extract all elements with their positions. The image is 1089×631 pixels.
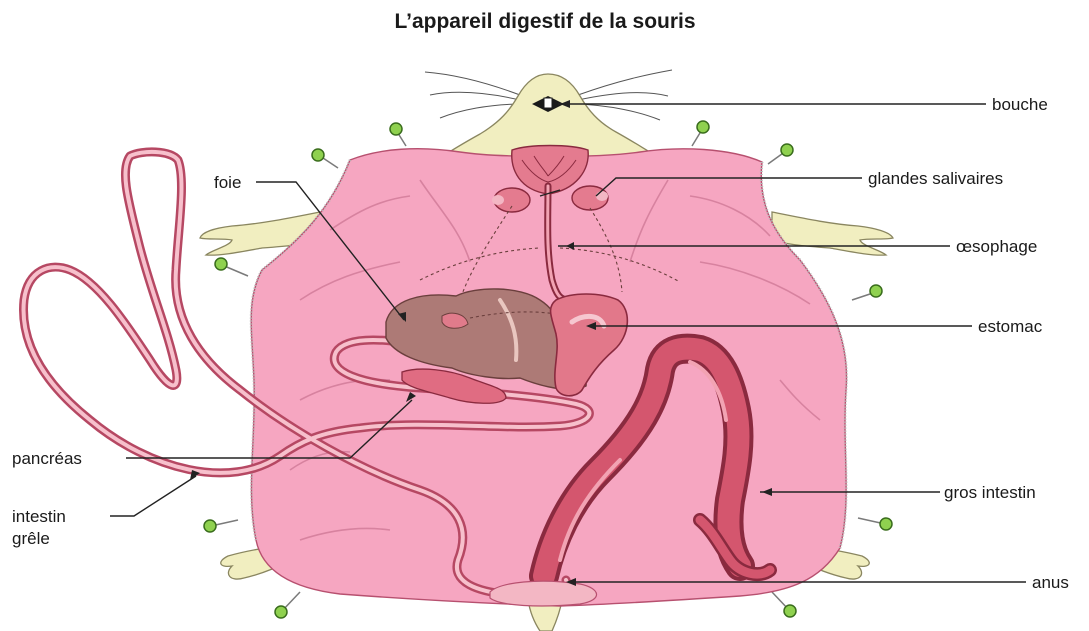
label-glandes-salivaires: glandes salivaires: [868, 169, 1003, 188]
pin: [852, 285, 882, 300]
pin: [204, 520, 238, 532]
incisors: [544, 98, 552, 108]
pin: [215, 258, 248, 276]
label-anus: anus: [1032, 573, 1069, 592]
label-foie: foie: [214, 173, 241, 192]
label-pancreas: pancréas: [12, 449, 82, 468]
label-intestin-grele-line2: grêle: [12, 529, 50, 548]
pin: [312, 149, 338, 168]
pin: [275, 592, 300, 618]
label-gros-intestin: gros intestin: [944, 483, 1036, 502]
label-estomac: estomac: [978, 317, 1043, 336]
pin: [768, 144, 793, 164]
label-oesophage: œsophage: [956, 237, 1037, 256]
pin: [390, 123, 406, 146]
pin: [772, 592, 796, 617]
pin: [692, 121, 709, 146]
pin: [858, 518, 892, 530]
anal-region: [490, 581, 597, 606]
label-intestin-grele-line1: intestin: [12, 507, 66, 526]
label-bouche: bouche: [992, 95, 1048, 114]
diagram-title: L’appareil digestif de la souris: [394, 10, 695, 33]
